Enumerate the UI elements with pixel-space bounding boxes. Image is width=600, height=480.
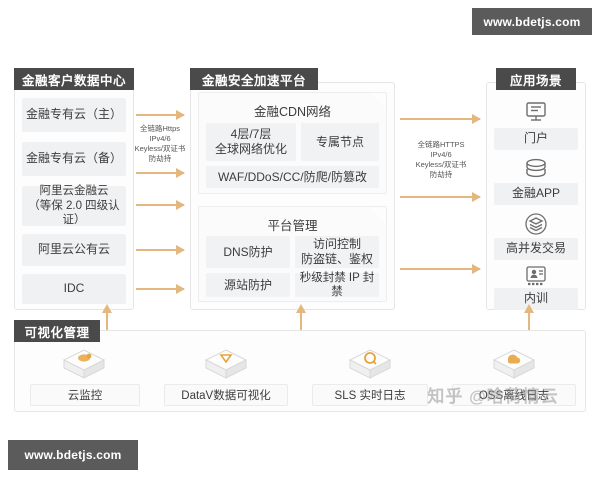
cube-sls-icon bbox=[344, 346, 396, 384]
viz-item-1-label: DataV数据可视化 bbox=[164, 384, 288, 406]
circled-layers-icon bbox=[510, 209, 562, 239]
arrow-bottom-to-middle bbox=[296, 304, 306, 330]
viz-item-0-label: 云监控 bbox=[30, 384, 140, 406]
panel-bottom-title: 可视化管理 bbox=[14, 320, 100, 342]
viz-item-3[interactable]: OSS离线日志 bbox=[452, 346, 576, 406]
mgmt-chip-3-label: 秒级封禁 IP 封禁 bbox=[299, 271, 375, 298]
left-item-4-label: IDC bbox=[63, 281, 85, 296]
subpanel-management-title: 平台管理 bbox=[267, 219, 318, 233]
panel-middle-title: 金融安全加速平台 bbox=[190, 68, 318, 90]
arrow-middle-to-right-1 bbox=[400, 114, 481, 124]
arrow-bottom-to-right bbox=[524, 304, 534, 330]
left-item-3-label: 阿里云公有云 bbox=[37, 242, 110, 257]
watermark-bottom-left: www.bdetjs.com bbox=[8, 440, 138, 470]
watermark-top-right: www.bdetjs.com bbox=[472, 8, 592, 35]
cube-oss-icon bbox=[488, 346, 540, 384]
link-label-right-line1: 全链路HTTPS bbox=[417, 140, 465, 149]
arrow-left-to-middle-4 bbox=[136, 245, 185, 255]
mgmt-chip-1-line1: 访问控制 bbox=[312, 237, 361, 251]
viz-item-1[interactable]: DataV数据可视化 bbox=[164, 346, 288, 406]
arrow-left-to-middle-5 bbox=[136, 284, 185, 294]
left-item-2-label-line2: （等保 2.0 四级认证） bbox=[28, 199, 120, 227]
mgmt-chip-3[interactable]: 秒级封禁 IP 封禁 bbox=[295, 271, 379, 298]
right-item-0-label: 门户 bbox=[523, 131, 548, 146]
left-item-0-label: 金融专有云（主） bbox=[25, 107, 122, 122]
mgmt-chip-2-label: 源站防护 bbox=[223, 277, 272, 292]
link-label-right-line2: IPv4/6 bbox=[430, 149, 452, 159]
arrow-middle-to-right-2 bbox=[400, 192, 481, 202]
left-item-1[interactable]: 金融专有云（备） bbox=[22, 142, 126, 176]
right-item-1-label: 金融APP bbox=[511, 186, 560, 201]
mgmt-chip-1-line2: 防盗链、鉴权 bbox=[300, 252, 373, 266]
mgmt-chip-1[interactable]: 访问控制 防盗链、鉴权 bbox=[295, 236, 379, 268]
training-board-icon bbox=[510, 262, 562, 290]
monitor-icon bbox=[510, 96, 562, 128]
panel-right-title: 应用场景 bbox=[496, 68, 576, 90]
cdn-chip-0[interactable]: 4层/7层 全球网络优化 bbox=[206, 123, 296, 161]
link-label-left-line2: IPv4/6 bbox=[149, 133, 171, 143]
link-label-right-line3: Keyless/双证书 bbox=[415, 159, 467, 169]
cdn-chip-2-label: WAF/DDoS/CC/防爬/防篡改 bbox=[218, 169, 367, 184]
left-item-2[interactable]: 阿里云金融云 （等保 2.0 四级认证） bbox=[22, 184, 126, 227]
cdn-chip-0-line2: 全球网络优化 bbox=[214, 142, 287, 156]
cdn-chip-2[interactable]: WAF/DDoS/CC/防爬/防篡改 bbox=[206, 166, 379, 188]
right-item-2-label: 高并发交易 bbox=[505, 241, 566, 256]
viz-item-2[interactable]: SLS 实时日志 bbox=[312, 346, 428, 406]
right-item-3[interactable]: 内训 bbox=[494, 288, 578, 310]
cube-datav-icon bbox=[200, 346, 252, 384]
link-label-left-line1: 全链路Https bbox=[139, 124, 180, 133]
stacked-disks-icon bbox=[510, 154, 562, 184]
cube-monitor-icon bbox=[58, 346, 110, 384]
left-item-4[interactable]: IDC bbox=[22, 274, 126, 304]
left-item-3[interactable]: 阿里云公有云 bbox=[22, 234, 126, 266]
viz-item-0[interactable]: 云监控 bbox=[30, 346, 140, 406]
mgmt-chip-2[interactable]: 源站防护 bbox=[206, 273, 290, 297]
left-item-1-label: 金融专有云（备） bbox=[25, 151, 122, 166]
arrow-left-to-middle-1 bbox=[136, 110, 185, 120]
link-label-left-line4: 防劫持 bbox=[148, 153, 172, 163]
arrow-middle-to-right-3 bbox=[400, 264, 481, 274]
right-item-2[interactable]: 高并发交易 bbox=[494, 238, 578, 260]
left-item-0[interactable]: 金融专有云（主） bbox=[22, 98, 126, 132]
right-item-3-label: 内训 bbox=[523, 291, 548, 306]
cdn-chip-1[interactable]: 专属节点 bbox=[301, 123, 379, 161]
viz-item-2-label: SLS 实时日志 bbox=[312, 384, 428, 406]
link-label-right-line4: 防劫持 bbox=[429, 169, 453, 179]
mgmt-chip-0[interactable]: DNS防护 bbox=[206, 236, 290, 268]
arrow-left-to-middle-3 bbox=[136, 200, 185, 210]
panel-left-title: 金融客户数据中心 bbox=[14, 68, 134, 90]
link-label-left: 全链路Https IPv4/6 Keyless/双证书 防劫持 bbox=[130, 124, 190, 164]
arrow-left-to-middle-2 bbox=[136, 168, 185, 178]
link-label-left-line3: Keyless/双证书 bbox=[134, 143, 186, 153]
mgmt-chip-0-label: DNS防护 bbox=[223, 244, 273, 259]
right-item-0[interactable]: 门户 bbox=[494, 128, 578, 150]
subpanel-cdn-title: 金融CDN网络 bbox=[253, 105, 332, 119]
arrow-bottom-to-left bbox=[102, 304, 112, 330]
cdn-chip-1-label: 专属节点 bbox=[315, 134, 364, 149]
left-item-2-label-line1: 阿里云金融云 bbox=[39, 184, 109, 197]
link-label-right: 全链路HTTPS IPv4/6 Keyless/双证书 防劫持 bbox=[410, 140, 472, 180]
viz-item-3-label: OSS离线日志 bbox=[452, 384, 576, 406]
right-item-1[interactable]: 金融APP bbox=[494, 183, 578, 205]
cdn-chip-0-line1: 4层/7层 bbox=[230, 127, 272, 141]
